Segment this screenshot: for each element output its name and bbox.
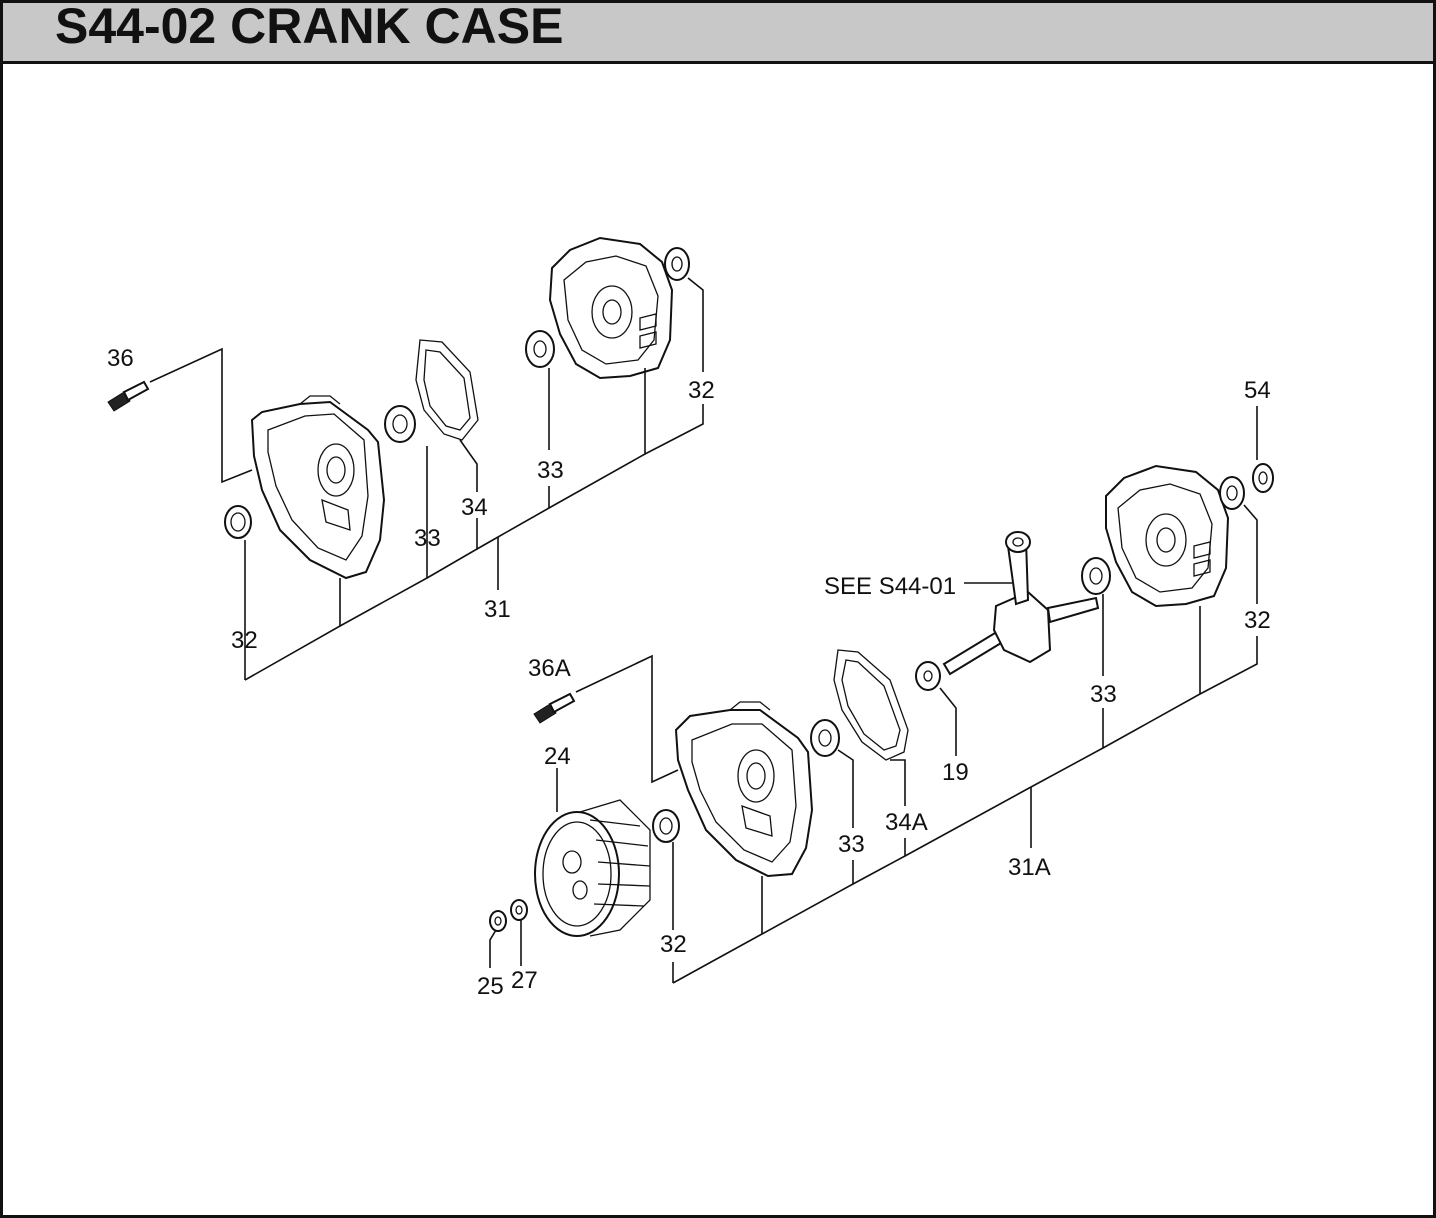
washer-27-drawing xyxy=(510,899,528,921)
see-reference-note: SEE S44-01 xyxy=(824,573,956,600)
flywheel-24 xyxy=(534,799,651,937)
callout-36: 36 xyxy=(107,345,134,372)
screw-36-drawing xyxy=(107,380,150,412)
callout-32-top: 32 xyxy=(688,377,715,404)
crank-case-half-right-upper xyxy=(548,236,674,380)
seal-32-bottom xyxy=(652,809,680,843)
callout-33-lower: 33 xyxy=(838,831,865,858)
seal-32-top xyxy=(664,247,690,281)
washer-54-drawing xyxy=(1252,463,1274,493)
callout-19: 19 xyxy=(942,759,969,786)
callout-36a: 36A xyxy=(528,655,571,682)
gasket-34a xyxy=(833,649,909,761)
callout-32-left: 32 xyxy=(231,627,258,654)
callout-24: 24 xyxy=(544,743,571,770)
callout-33-right: 33 xyxy=(1090,681,1117,708)
crank-case-half-right-lower xyxy=(1105,464,1230,608)
callout-27: 27 xyxy=(511,967,538,994)
seal-32-right xyxy=(1219,476,1245,510)
gasket-34 xyxy=(415,339,479,441)
title-bar: S44-02 CRANK CASE xyxy=(3,0,1433,64)
washer-19-drawing xyxy=(915,661,941,691)
callout-31a: 31A xyxy=(1008,854,1051,881)
lower-leader-lines xyxy=(489,406,1258,984)
upper-leader-lines xyxy=(149,277,704,681)
callout-32-bottom: 32 xyxy=(660,931,687,958)
screw-36a-drawing xyxy=(533,692,576,724)
callout-32-right: 32 xyxy=(1244,607,1271,634)
crank-case-half-left-lower xyxy=(674,701,814,878)
seal-33-upper-a xyxy=(384,405,416,443)
seal-32-left-upper xyxy=(224,505,252,539)
crank-case-half-left-upper xyxy=(250,395,386,580)
callout-25: 25 xyxy=(477,973,504,1000)
crankshaft-drawing xyxy=(942,531,1100,676)
seal-33-right xyxy=(1081,557,1111,595)
callout-34a: 34A xyxy=(885,809,928,836)
callout-33-upper-b: 33 xyxy=(537,457,564,484)
callout-33-upper-a: 33 xyxy=(414,525,441,552)
seal-33-lower-c xyxy=(810,719,840,757)
seal-33-upper-b xyxy=(525,330,555,368)
page-title: S44-02 CRANK CASE xyxy=(55,0,564,54)
callout-34: 34 xyxy=(461,494,488,521)
callout-54: 54 xyxy=(1244,377,1271,404)
callout-31: 31 xyxy=(484,596,511,623)
nut-25-drawing xyxy=(489,910,507,932)
